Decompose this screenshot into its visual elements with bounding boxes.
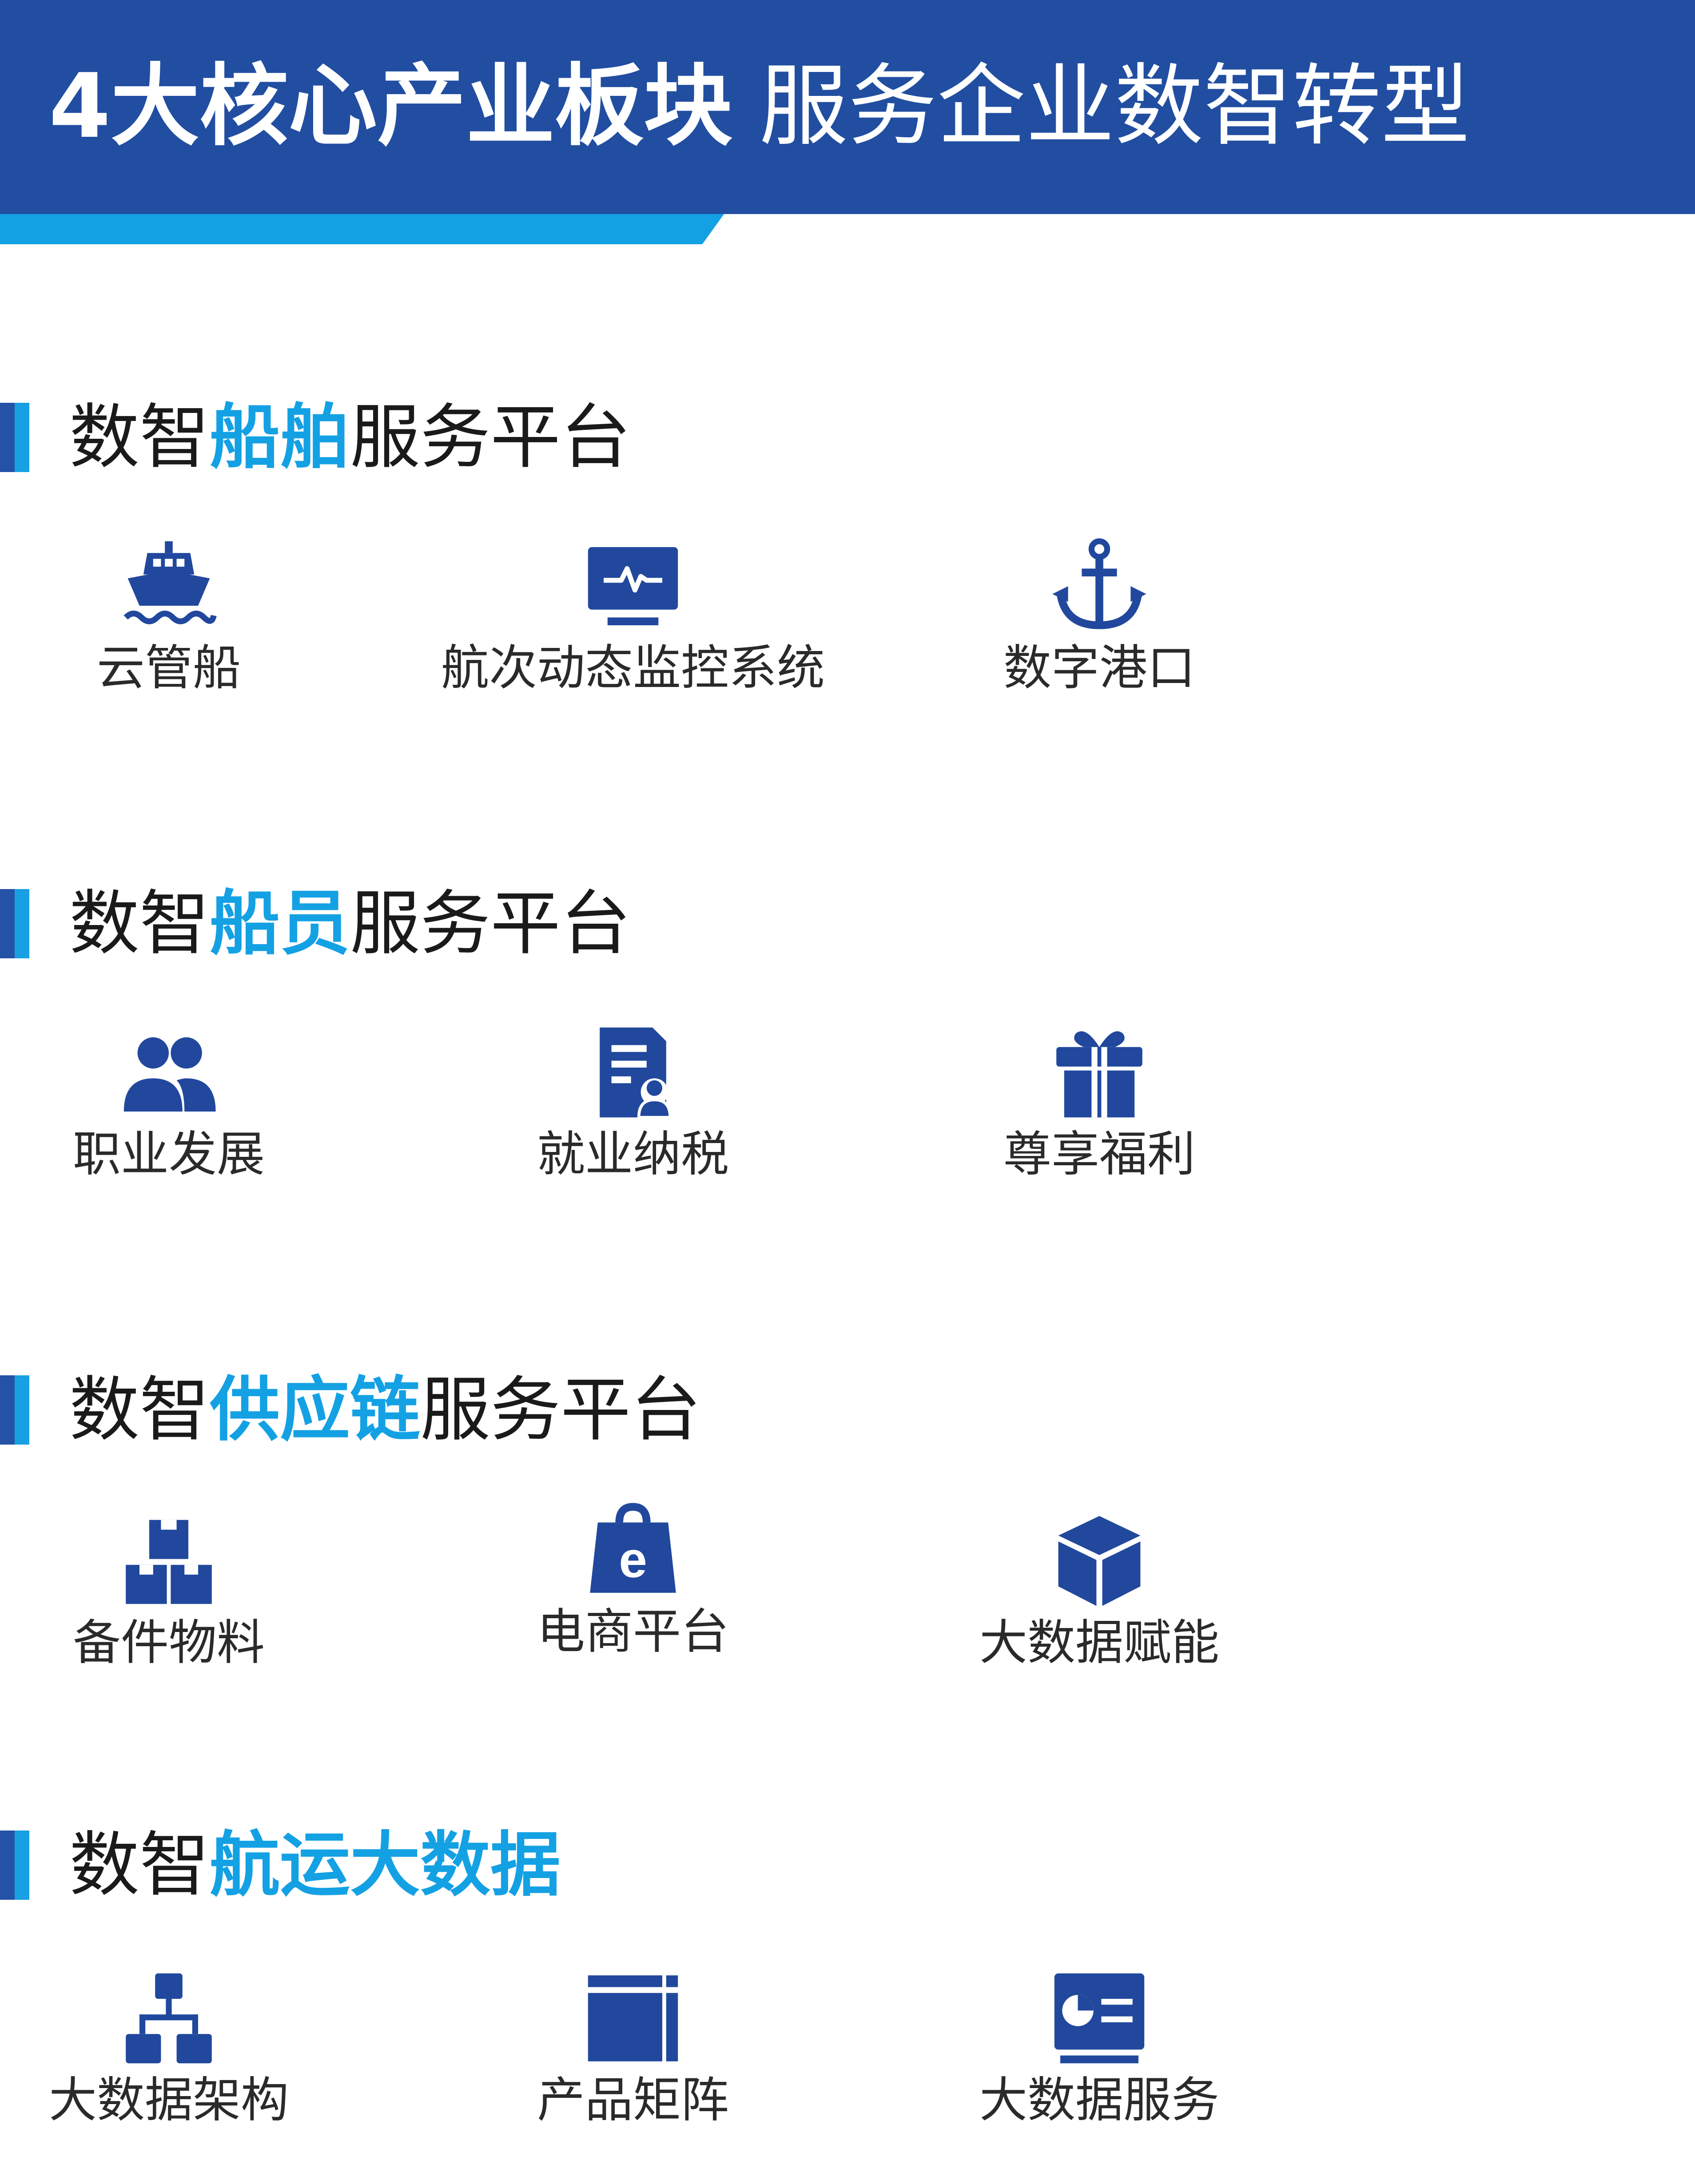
feature-label: 云管船 bbox=[96, 640, 241, 696]
section-highlight: 船舶 bbox=[210, 397, 350, 478]
feature-label: 航次动态监控系统 bbox=[441, 640, 825, 696]
svg-text:e: e bbox=[619, 1532, 647, 1588]
section-prefix: 数智 bbox=[69, 883, 210, 965]
page-title-light: 服务企业数智转型 bbox=[759, 55, 1470, 158]
section-suffix: 服务平台 bbox=[350, 397, 631, 478]
feature-label: 大数据赋能 bbox=[979, 1615, 1219, 1671]
section-title-supply-chain: 数智供应链服务平台 bbox=[0, 1372, 701, 1448]
feature-label: 尊享福利 bbox=[1003, 1127, 1195, 1182]
section-suffix: 服务平台 bbox=[350, 883, 631, 965]
cube-icon bbox=[1050, 1512, 1148, 1610]
feature-big-data-architecture[interactable]: 大数据架构 bbox=[0, 1970, 369, 2156]
page-title: 4大核心产业板块 服务企业数智转型 bbox=[49, 36, 1470, 178]
section-title-ship: 数智船舶服务平台 bbox=[0, 400, 631, 475]
ship-icon bbox=[120, 537, 218, 635]
section-marker bbox=[0, 889, 29, 958]
feature-career[interactable]: 职业发展 bbox=[0, 1024, 369, 1210]
section-marker bbox=[0, 1375, 29, 1445]
header-banner bbox=[0, 0, 1695, 214]
section-title-crew: 数智船员服务平台 bbox=[0, 886, 631, 961]
dashboard-icon bbox=[1050, 1970, 1148, 2067]
section-marker bbox=[0, 403, 29, 472]
section-prefix: 数智 bbox=[69, 1369, 210, 1451]
feature-big-data-service[interactable]: 大数据服务 bbox=[899, 1970, 1299, 2156]
section-highlight: 供应链 bbox=[210, 1369, 420, 1451]
feature-cloud-ship[interactable]: 云管船 bbox=[0, 537, 369, 724]
feature-ecommerce[interactable]: e 电商平台 bbox=[433, 1501, 833, 1688]
feature-big-data-empower[interactable]: 大数据赋能 bbox=[899, 1512, 1299, 1699]
feature-employment-tax[interactable]: 就业纳税 bbox=[433, 1024, 833, 1210]
feature-benefits[interactable]: 尊享福利 bbox=[899, 1024, 1299, 1210]
feature-label: 电商平台 bbox=[537, 1604, 729, 1660]
gift-icon bbox=[1050, 1024, 1148, 1121]
section-prefix: 数智 bbox=[69, 397, 210, 478]
matrix-icon bbox=[584, 1970, 682, 2067]
shopping-bag-e-icon: e bbox=[584, 1501, 682, 1599]
feature-label: 大数据架构 bbox=[48, 2073, 289, 2128]
section-suffix: 服务平台 bbox=[420, 1369, 701, 1451]
feature-label: 就业纳税 bbox=[537, 1127, 729, 1182]
users-icon bbox=[120, 1024, 218, 1121]
document-user-icon bbox=[584, 1024, 682, 1121]
feature-label: 数字港口 bbox=[1003, 640, 1195, 696]
section-highlight: 航运大数据 bbox=[210, 1824, 561, 1906]
section-highlight: 船员 bbox=[210, 883, 350, 965]
header-accent-stripe bbox=[0, 214, 724, 244]
page-title-bold: 4大核心产业板块 bbox=[49, 55, 733, 158]
hierarchy-icon bbox=[120, 1970, 218, 2067]
feature-digital-port[interactable]: 数字港口 bbox=[899, 537, 1299, 724]
feature-label: 产品矩阵 bbox=[537, 2073, 729, 2128]
section-title-shipping-big-data: 数智航运大数据 bbox=[0, 1827, 561, 1903]
monitor-pulse-icon bbox=[584, 537, 682, 635]
feature-label: 备件物料 bbox=[72, 1615, 265, 1671]
boxes-icon bbox=[120, 1512, 218, 1610]
feature-product-matrix[interactable]: 产品矩阵 bbox=[433, 1970, 833, 2156]
feature-voyage-monitor[interactable]: 航次动态监控系统 bbox=[433, 537, 833, 724]
feature-label: 大数据服务 bbox=[979, 2073, 1219, 2128]
section-prefix: 数智 bbox=[69, 1824, 210, 1906]
anchor-icon bbox=[1050, 537, 1148, 635]
feature-label: 职业发展 bbox=[72, 1127, 265, 1182]
feature-spare-parts[interactable]: 备件物料 bbox=[0, 1512, 369, 1699]
section-marker bbox=[0, 1831, 29, 1900]
